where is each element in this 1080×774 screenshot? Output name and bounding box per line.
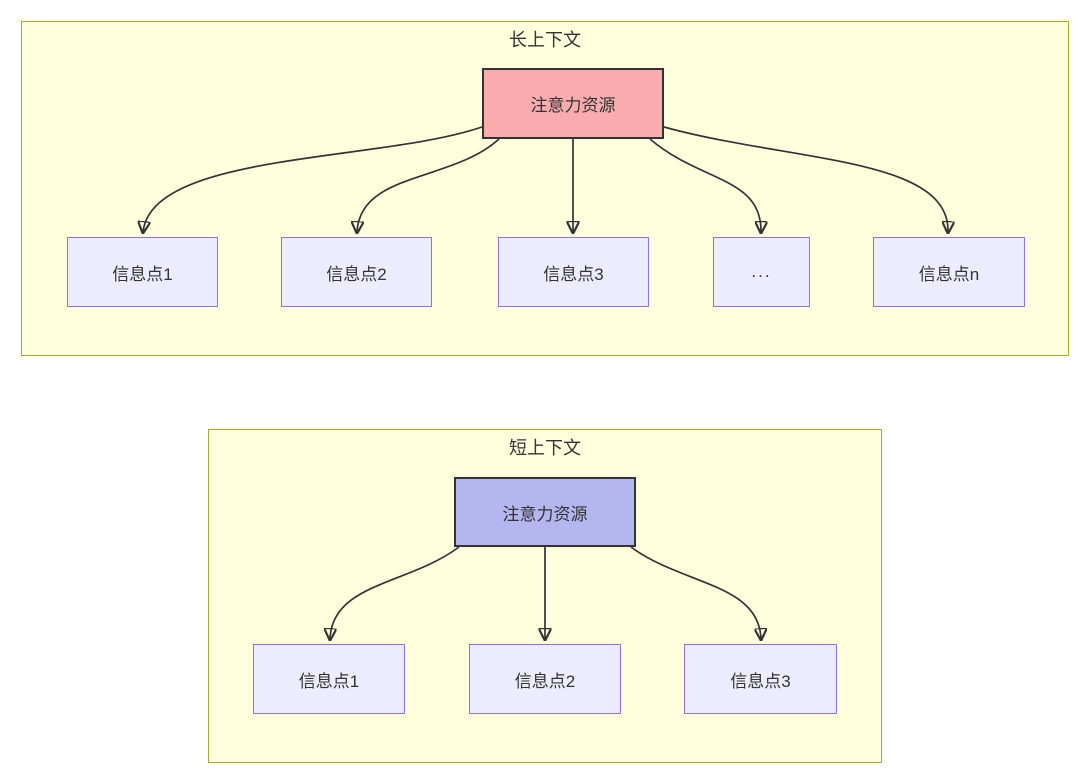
panel-long-title: 长上下文 [509,30,581,50]
short-info-node-2: 信息点2 [469,644,621,714]
long-attention-node: 注意力资源 [482,68,664,139]
short-attention-node: 注意力资源 [454,477,636,547]
long-info-node-ellipsis: ... [713,237,810,307]
long-info-node-n: 信息点n [873,237,1025,307]
long-info-node-2: 信息点2 [281,237,432,307]
panel-short-title: 短上下文 [509,438,581,458]
short-info-node-3: 信息点3 [684,644,837,714]
short-info-node-1: 信息点1 [253,644,405,714]
long-info-node-1: 信息点1 [67,237,218,307]
long-info-node-3: 信息点3 [498,237,649,307]
